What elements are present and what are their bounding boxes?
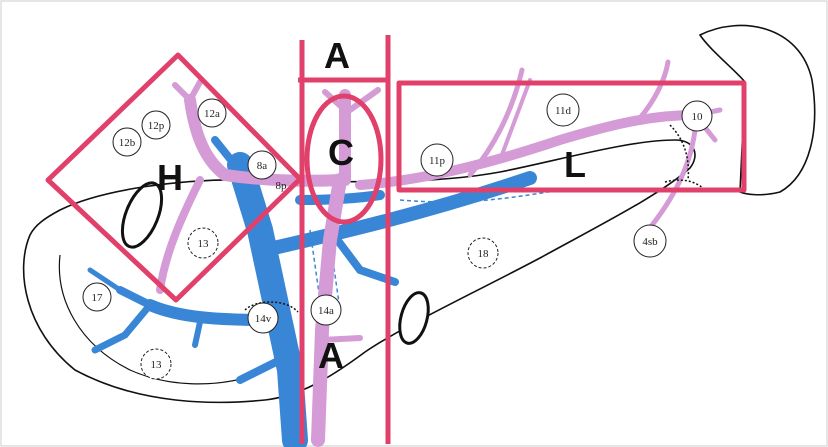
node-8a: 8a bbox=[248, 151, 276, 179]
region-h-label: H bbox=[157, 157, 183, 198]
node-11p-label: 11p bbox=[429, 155, 446, 167]
splenic-hilar-branch-1 bbox=[640, 62, 668, 118]
node-18-label: 18 bbox=[478, 248, 490, 260]
node-13-lower: 13 bbox=[141, 349, 171, 379]
region-c-label: C bbox=[328, 132, 354, 173]
region-l-label: L bbox=[564, 144, 586, 185]
node-17-label: 17 bbox=[92, 292, 104, 304]
node-13-upper: 13 bbox=[188, 228, 218, 258]
node-14a-label: 14a bbox=[318, 305, 334, 317]
node-11d-label: 11d bbox=[555, 105, 572, 117]
hepatic-branch-1 bbox=[175, 85, 190, 100]
node-11d: 11d bbox=[547, 94, 579, 126]
node-13-upper-label: 13 bbox=[198, 238, 210, 250]
node-12b: 12b bbox=[113, 128, 141, 156]
node-12a-label: 12a bbox=[204, 108, 220, 120]
node-4sb-label: 4sb bbox=[642, 236, 658, 248]
node-4sb: 4sb bbox=[634, 225, 666, 257]
region-a-bottom-label: A bbox=[318, 335, 344, 376]
node-12p: 12p bbox=[142, 111, 170, 139]
node-13-lower-label: 13 bbox=[151, 359, 163, 371]
node-14v-label: 14v bbox=[255, 313, 272, 325]
region-a-top-label: A bbox=[324, 35, 350, 76]
node-17: 17 bbox=[83, 283, 111, 311]
node-18: 18 bbox=[468, 238, 498, 268]
node-12a: 12a bbox=[198, 99, 226, 127]
node-10-label: 10 bbox=[692, 111, 704, 123]
node-14a: 14a bbox=[311, 295, 341, 325]
node-10: 10 bbox=[682, 101, 712, 131]
node-12b-label: 12b bbox=[119, 137, 136, 149]
node-11p: 11p bbox=[421, 144, 453, 176]
node-14v: 14v bbox=[248, 303, 278, 333]
node-12p-label: 12p bbox=[148, 120, 165, 132]
node-8a-label: 8a bbox=[257, 160, 268, 172]
